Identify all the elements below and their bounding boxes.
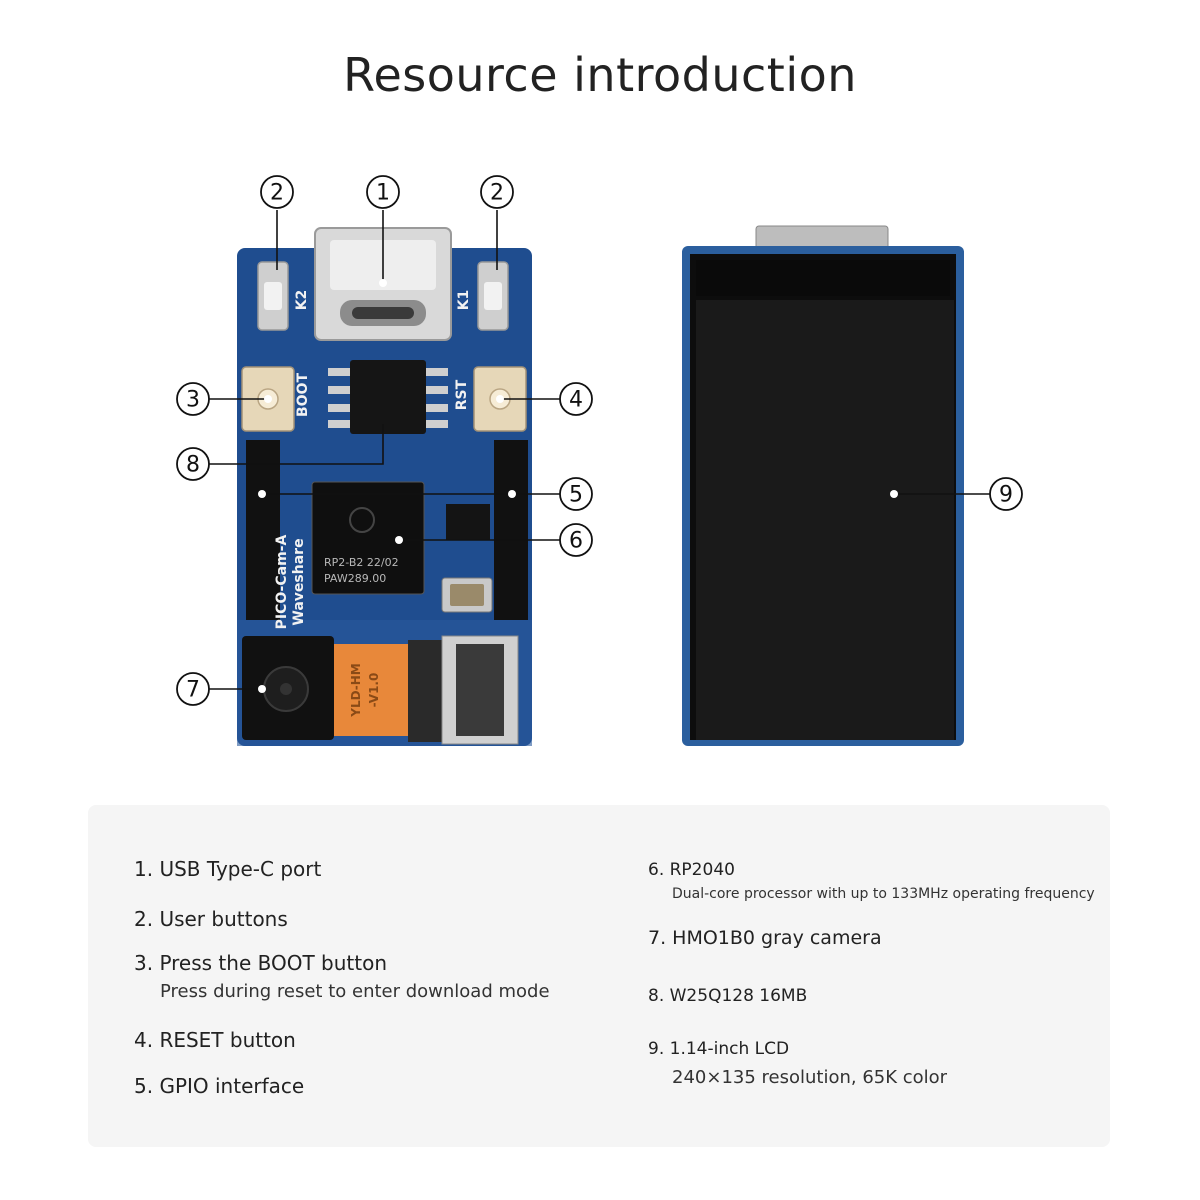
resource-item-2-title: 2. User buttons <box>134 907 288 931</box>
callout-8 <box>176 447 210 481</box>
resource-item-3: 3. Press the BOOT button Press during re… <box>134 951 550 1002</box>
resource-list-panel: 1. USB Type-C port 2. User buttons 3. Pr… <box>88 805 1110 1147</box>
resource-item-7-title: 7. HMO1B0 gray camera <box>648 927 882 949</box>
pcb-board: K2 K1 BOOT RST <box>237 227 532 746</box>
product-figure: K2 K1 BOOT RST <box>176 175 1023 746</box>
callout-4-label: 4 <box>569 388 583 413</box>
flex-label-2: -V1.0 <box>367 673 381 708</box>
chip-marking-2: PAW289.00 <box>324 572 386 585</box>
silk-brand: Waveshare <box>291 538 307 625</box>
flex-label-1: YLD-HM <box>349 663 363 717</box>
callout-5 <box>559 477 593 511</box>
resource-item-9: 9. 1.14-inch LCD 240×135 resolution, 65K… <box>648 1039 947 1088</box>
resource-item-5: 5. GPIO interface <box>134 1074 304 1098</box>
callout-7 <box>176 672 210 706</box>
resource-item-6-title: 6. RP2040 <box>648 860 735 880</box>
gpio-header-left <box>246 440 280 620</box>
resource-item-5-title: 5. GPIO interface <box>134 1074 305 1098</box>
user-button-k2 <box>257 261 289 331</box>
resource-item-4: 4. RESET button <box>134 1028 296 1052</box>
callouts <box>209 210 990 690</box>
lcd-module <box>682 225 964 746</box>
resource-item-7: 7. HMO1B0 gray camera <box>648 927 882 949</box>
callout-2-right <box>480 175 514 209</box>
callout-7-label: 7 <box>186 678 200 703</box>
resource-item-4-title: 4. RESET button <box>134 1028 296 1052</box>
regulator-ic <box>446 504 490 540</box>
user-button-k1 <box>477 261 509 331</box>
resource-item-6-desc: Dual-core processor with up to 133MHz op… <box>672 886 1095 902</box>
callout-4 <box>559 382 593 416</box>
page-title: Resource introduction <box>343 48 857 102</box>
flash-chip <box>328 360 448 434</box>
resource-item-8: 8. W25Q128 16MB <box>648 986 807 1006</box>
callout-6-label: 6 <box>569 529 583 554</box>
callout-dots <box>258 279 898 693</box>
silk-boot: BOOT <box>295 373 311 417</box>
resource-item-3-title: 3. Press the BOOT button <box>134 951 388 975</box>
resource-item-3-desc: Press during reset to enter download mod… <box>160 981 550 1002</box>
callout-2-left <box>260 175 294 209</box>
resource-item-2: 2. User buttons <box>134 907 288 931</box>
callout-6 <box>559 523 593 557</box>
callout-5-label: 5 <box>569 483 583 508</box>
callout-circles <box>176 175 1023 706</box>
callout-3-label: 3 <box>186 388 200 413</box>
resource-item-1: 1. USB Type-C port <box>134 857 321 881</box>
resource-item-1-title: 1. USB Type-C port <box>134 857 322 881</box>
silk-model: PICO-Cam-A <box>274 535 290 630</box>
silk-k2: K2 <box>294 290 310 311</box>
callout-2-right-label: 2 <box>490 181 504 206</box>
rp2040-chip: RP2-B2 22/02 PAW289.00 <box>311 481 425 595</box>
silk-k1: K1 <box>456 290 472 311</box>
resource-item-8-title: 8. W25Q128 16MB <box>648 986 808 1006</box>
callout-9-label: 9 <box>999 483 1013 508</box>
chip-marking-1: RP2-B2 22/02 <box>324 556 399 569</box>
callout-9 <box>989 477 1023 511</box>
callout-3 <box>176 382 210 416</box>
resource-item-9-title: 9. 1.14-inch LCD <box>648 1039 790 1059</box>
lcd-screen <box>696 300 954 740</box>
callout-2-left-label: 2 <box>270 181 284 206</box>
fpc-connector <box>408 635 519 745</box>
callout-1 <box>366 175 400 209</box>
camera-flex-cable: YLD-HM -V1.0 <box>334 644 408 736</box>
callout-1-label: 1 <box>376 181 390 206</box>
camera-module <box>242 636 334 740</box>
callout-8-label: 8 <box>186 453 200 478</box>
crystal <box>441 577 493 613</box>
resource-item-9-desc: 240×135 resolution, 65K color <box>672 1067 948 1088</box>
silk-rst: RST <box>454 379 470 410</box>
gpio-header-right <box>494 440 528 620</box>
resource-item-6: 6. RP2040 Dual-core processor with up to… <box>648 860 1095 902</box>
